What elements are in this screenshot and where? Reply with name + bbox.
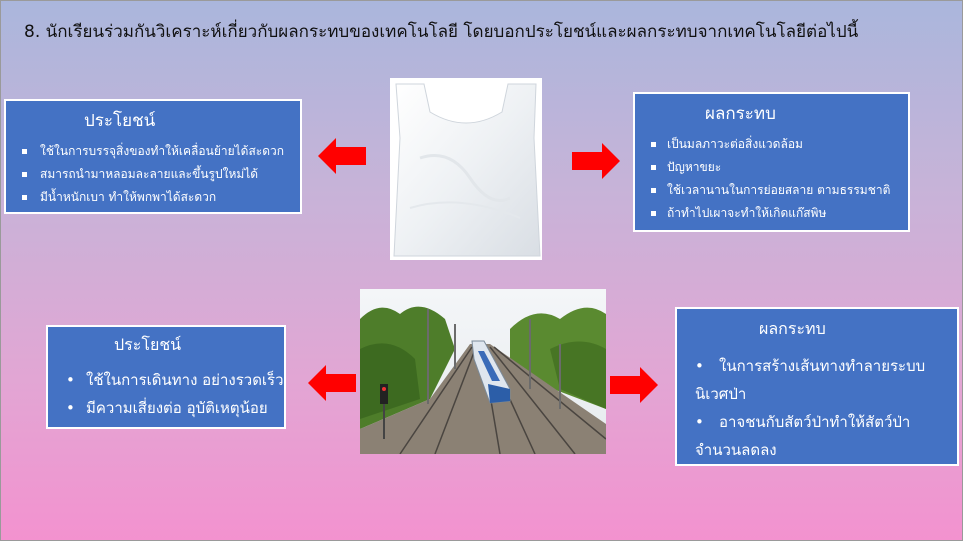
slide-title: 8. นักเรียนร่วมกันวิเคราะห์เกี่ยวกับผลกร…	[24, 22, 859, 42]
left-arrow-icon	[318, 138, 366, 174]
plastic-bag-impacts-box: ผลกระทบ เป็นมลภาวะต่อสิ่งแวดล้อม ปัญหาขย…	[633, 92, 910, 232]
left-arrow-icon	[308, 365, 356, 401]
list-item: มีน้ำหนักเบา ทำให้พกพาได้สะดวก	[16, 186, 290, 209]
list-item: ใช้เวลานานในการย่อยสลาย ตามธรรมชาติ	[645, 179, 898, 202]
list-item: ใช้ในการบรรจุสิ่งของทำให้เคลื่อนย้ายได้ส…	[16, 140, 290, 163]
list-item: เป็นมลภาวะต่อสิ่งแวดล้อม	[645, 133, 898, 156]
train-image	[360, 289, 606, 454]
train-impacts-box: ผลกระทบ •ในการสร้างเส้นทางทำลายระบบนิเวศ…	[675, 307, 959, 466]
train-benefits-box: ประโยชน์ ใช้ในการเดินทาง อย่างรวดเร็ว มี…	[46, 325, 286, 429]
plastic-bag-image	[390, 78, 542, 260]
train-benefits-list: ใช้ในการเดินทาง อย่างรวดเร็ว มีความเสี่ย…	[58, 366, 284, 422]
list-item-text: อาจชนกับสัตว์ป่าทำให้สัตว์ป่าจำนวนลดลง	[695, 413, 911, 459]
list-item: ใช้ในการเดินทาง อย่างรวดเร็ว	[58, 366, 284, 394]
plastic-bag-benefits-heading: ประโยชน์	[84, 111, 156, 131]
train-impacts-heading: ผลกระทบ	[759, 319, 826, 338]
plastic-bag-benefits-box: ประโยชน์ ใช้ในการบรรจุสิ่งของทำให้เคลื่อ…	[4, 99, 302, 214]
list-item-text: ในการสร้างเส้นทางทำลายระบบนิเวศป่า	[695, 357, 926, 403]
bullet-icon: •	[695, 357, 704, 375]
bullet-icon: •	[695, 413, 704, 431]
list-item: ถ้าทำไปเผาจะทำให้เกิดแก๊สพิษ	[645, 202, 898, 225]
plastic-bag-impacts-heading: ผลกระทบ	[705, 104, 776, 124]
plastic-bag-impacts-list: เป็นมลภาวะต่อสิ่งแวดล้อม ปัญหาขยะ ใช้เวล…	[645, 133, 898, 225]
list-item: สมารถนำมาหลอมละลายและขึ้นรูปใหม่ได้	[16, 163, 290, 186]
right-arrow-icon	[610, 367, 658, 403]
plastic-bag-benefits-list: ใช้ในการบรรจุสิ่งของทำให้เคลื่อนย้ายได้ส…	[16, 140, 290, 209]
list-item: •อาจชนกับสัตว์ป่าทำให้สัตว์ป่าจำนวนลดลง	[687, 408, 947, 464]
right-arrow-icon	[572, 143, 620, 179]
list-item: ปัญหาขยะ	[645, 156, 898, 179]
train-impacts-list: •ในการสร้างเส้นทางทำลายระบบนิเวศป่า •อาจ…	[687, 352, 947, 464]
list-item: มีความเสี่ยงต่อ อุบัติเหตุน้อย	[58, 394, 274, 422]
train-benefits-heading: ประโยชน์	[114, 335, 182, 354]
list-item: •ในการสร้างเส้นทางทำลายระบบนิเวศป่า	[687, 352, 947, 408]
